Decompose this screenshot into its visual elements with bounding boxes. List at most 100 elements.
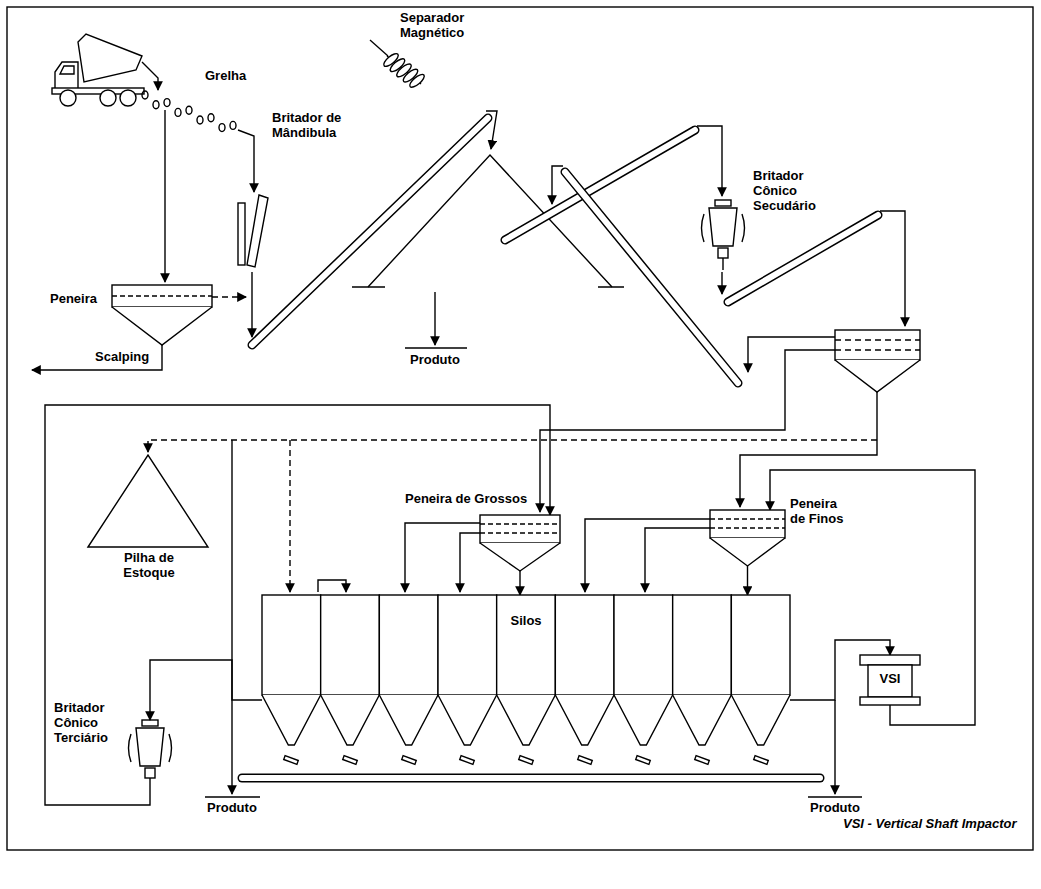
silo-hopper bbox=[321, 695, 380, 745]
equipment-label: Peneira de Finos bbox=[790, 496, 852, 526]
flow-line bbox=[164, 110, 165, 282]
flow-line bbox=[880, 211, 905, 326]
silo-bin bbox=[262, 595, 321, 695]
equipment-label: Peneira bbox=[50, 291, 150, 306]
grizzly-bar bbox=[164, 99, 170, 107]
scalping-screen: Peneira bbox=[112, 285, 212, 345]
stock-pile bbox=[88, 455, 208, 547]
flow-line bbox=[148, 440, 877, 452]
truck-wheel bbox=[120, 90, 136, 106]
grizzly-bar bbox=[142, 91, 148, 99]
flow-line bbox=[231, 440, 232, 794]
silo-bin bbox=[497, 595, 556, 695]
equipment-label: Britador de Mândibula bbox=[272, 110, 357, 140]
grizzly-bar bbox=[175, 108, 181, 116]
flow-line bbox=[645, 528, 710, 592]
stock-pile: Pilha de Estoque bbox=[88, 455, 208, 547]
crusher-top bbox=[142, 720, 158, 726]
screen-deck bbox=[835, 340, 920, 350]
feeder bbox=[695, 756, 710, 765]
screen-hopper bbox=[112, 307, 212, 345]
feeder bbox=[402, 756, 417, 765]
flow-arrow bbox=[747, 566, 748, 595]
belt-conveyor bbox=[252, 118, 488, 345]
grizzly-bar bbox=[153, 101, 159, 109]
flow-line bbox=[748, 337, 835, 372]
flow-line bbox=[721, 272, 722, 294]
feeder bbox=[343, 756, 358, 765]
scalping-line bbox=[32, 345, 162, 370]
flow-line bbox=[318, 580, 346, 592]
fine-screen: Peneira de Finos bbox=[710, 510, 785, 566]
belt-conveyor bbox=[242, 775, 820, 781]
silo-bin bbox=[731, 595, 790, 695]
equipment-symbol bbox=[383, 52, 425, 88]
flow-line bbox=[142, 62, 158, 90]
grizzly-bar bbox=[230, 121, 236, 129]
equipment-symbol bbox=[88, 455, 208, 547]
product-bar bbox=[405, 347, 467, 348]
silo-hopper bbox=[614, 695, 673, 745]
flow-line bbox=[697, 126, 722, 196]
jaw-crusher: Britador de Mândibula bbox=[235, 195, 275, 268]
crusher-motion bbox=[702, 214, 745, 242]
equipment-symbol bbox=[112, 285, 212, 345]
vsi-flange bbox=[860, 655, 920, 665]
screen-hopper bbox=[480, 543, 560, 571]
crusher-body bbox=[709, 208, 737, 246]
flow-arrow bbox=[150, 660, 262, 720]
equipment-label: Separador Magnético bbox=[400, 10, 480, 40]
flow-line bbox=[834, 700, 835, 794]
truck-wheel bbox=[100, 90, 116, 106]
truck-bed bbox=[78, 34, 142, 82]
product-label: Produto bbox=[207, 800, 257, 815]
crusher-discharge bbox=[722, 258, 723, 270]
silo-hopper bbox=[438, 695, 497, 745]
feeder bbox=[636, 756, 651, 765]
flow-line bbox=[740, 392, 877, 507]
crusher-top bbox=[715, 200, 731, 206]
flow-line bbox=[238, 130, 254, 192]
product-label: Produto bbox=[810, 800, 860, 815]
truck-wheel bbox=[60, 90, 76, 106]
caption: VSI - Vertical Shaft Impactor bbox=[843, 816, 1017, 831]
crusher-outlet bbox=[718, 248, 728, 258]
belt-conveyor bbox=[505, 130, 695, 240]
silo-bin bbox=[438, 595, 497, 695]
equipment-label: Peneira de Grossos bbox=[405, 491, 527, 506]
screen-deck bbox=[710, 527, 785, 528]
silo-bank: Silos bbox=[262, 595, 790, 747]
feeder bbox=[519, 756, 534, 765]
grizzly-bar bbox=[197, 116, 203, 124]
screen-deck bbox=[480, 523, 560, 524]
silo-bin bbox=[614, 595, 673, 695]
flow-line bbox=[585, 519, 710, 592]
belt-conveyor bbox=[505, 130, 695, 240]
silo-hopper bbox=[731, 695, 790, 745]
screen-box bbox=[710, 510, 785, 538]
secondary-cone-crusher: Britador Cônico Secudário bbox=[703, 200, 743, 270]
screen bbox=[835, 330, 920, 360]
feeder bbox=[578, 756, 593, 765]
product-pile bbox=[368, 155, 612, 287]
screen-deck bbox=[112, 295, 212, 296]
silo-bin bbox=[321, 595, 380, 695]
screen-box bbox=[112, 285, 212, 307]
crusher-motion bbox=[129, 734, 172, 762]
part-label: Grelha bbox=[205, 68, 246, 83]
product-bar bbox=[808, 796, 862, 797]
equipment-symbol bbox=[703, 200, 743, 270]
belt-conveyor bbox=[728, 215, 878, 302]
flow-line bbox=[486, 111, 497, 149]
frame bbox=[7, 7, 1033, 850]
magnetic-separator: Separador Magnético bbox=[383, 52, 425, 88]
feeder bbox=[460, 756, 475, 765]
screen-hopper bbox=[710, 538, 785, 566]
silo-hopper bbox=[379, 695, 438, 745]
product-bar bbox=[205, 796, 260, 797]
flow-line bbox=[251, 272, 252, 337]
equipment-symbol bbox=[130, 720, 170, 790]
flow-line bbox=[540, 350, 835, 512]
flow-line bbox=[434, 292, 435, 345]
flow-arrow bbox=[45, 405, 550, 805]
